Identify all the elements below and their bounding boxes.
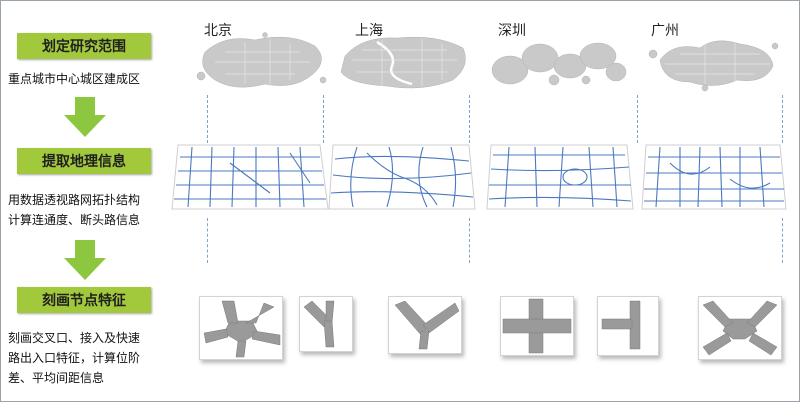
four-way-cross-icon [502,298,572,354]
step-description-3: 刻画交叉口、接入及快速 路出入口特征，计算位阶 差、平均间距信息 [8,328,140,388]
desc-line: 路出入口特征，计算位阶 [8,351,141,365]
down-arrow-icon [64,240,106,280]
city-label-shenzhen: 深圳 [498,23,526,39]
node-card-y-down [299,296,353,352]
desc-line: 重点城市中心城区建成区 [8,72,141,86]
node-card-four-way [500,296,574,356]
shanghai-road-network [328,144,476,210]
shanghai-builtup-map [340,36,466,89]
t-junction-icon [601,300,641,350]
desc-line: 计算连通度、断头路信息 [8,213,141,227]
step-description-1: 重点城市中心城区建成区 [8,69,140,89]
x-junction-icon [702,300,778,356]
connector-dash [637,95,638,143]
node-card-t-junction [597,296,659,356]
city-label-beijing: 北京 [204,23,232,39]
step-label-node-features: 刻画节点特征 [17,287,151,313]
shenzhen-builtup-map [491,42,627,86]
node-card-x-junction [698,296,782,360]
node-card-five-way [199,296,283,360]
down-arrow-icon [64,97,106,137]
connector-dash [323,95,324,143]
five-way-junction-icon [203,300,281,358]
shenzhen-road-network [486,144,634,210]
city-label-shanghai: 上海 [355,23,383,39]
y-junction-open-icon [394,300,460,350]
guangzhou-builtup-map [648,40,779,92]
beijing-road-network [171,144,329,210]
connector-dash [782,218,783,263]
connector-dash [782,95,783,143]
step-description-2: 用数据透视路网拓扑结构 计算连通度、断头路信息 [8,190,140,230]
connector-dash [207,95,208,143]
step-label-define-scope: 划定研究范围 [17,33,151,59]
connector-dash [207,218,208,263]
node-card-y-open [388,296,462,354]
guangzhou-road-network [641,144,787,210]
beijing-builtup-map [196,32,327,88]
desc-line: 刻画交叉口、接入及快速 [8,331,141,345]
connector-dash [469,218,470,263]
y-junction-icon [303,300,335,348]
desc-line: 差、平均间距信息 [8,371,105,385]
step-label-extract-geo: 提取地理信息 [17,148,151,174]
city-label-guangzhou: 广州 [651,23,679,39]
desc-line: 用数据透视路网拓扑结构 [8,193,141,207]
connector-dash [469,95,470,143]
